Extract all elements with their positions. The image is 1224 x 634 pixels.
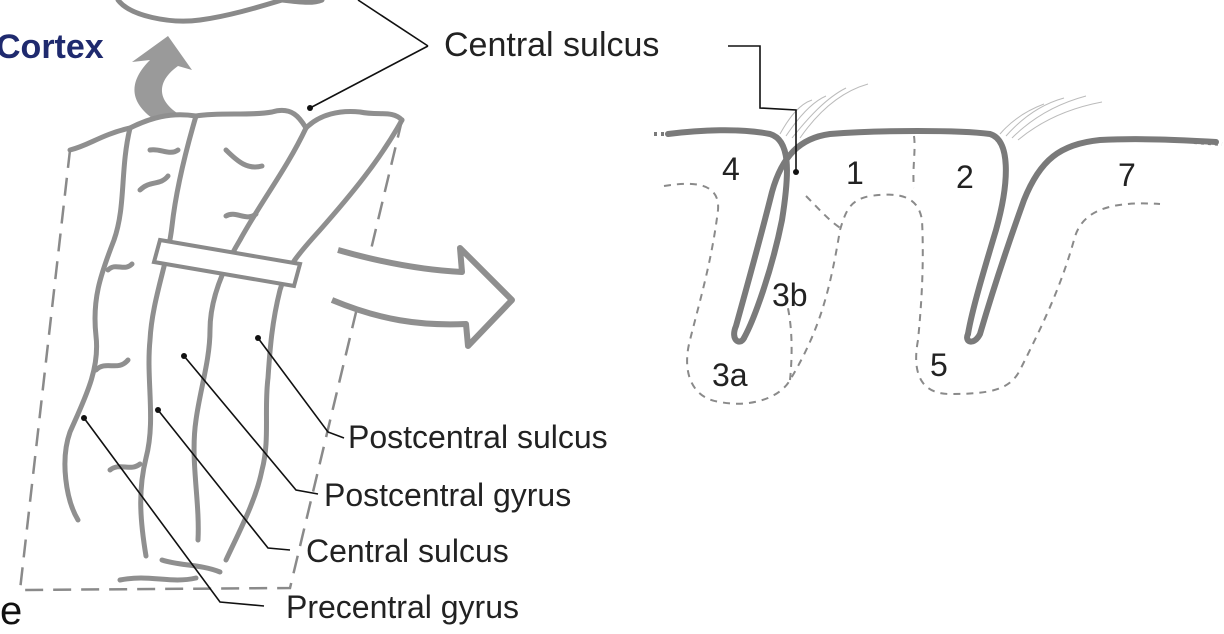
- label-postcentral-gyrus: Postcentral gyrus: [324, 477, 571, 513]
- area-2-label: 2: [956, 159, 974, 195]
- section-box: [154, 240, 300, 286]
- label-central-sulcus: Central sulcus: [306, 533, 509, 569]
- area-5-label: 5: [930, 347, 948, 383]
- area-3b-label: 3b: [772, 277, 808, 313]
- slide-edge-fragment: e: [0, 589, 22, 633]
- label-postcentral-sulcus: Postcentral sulcus: [348, 419, 608, 455]
- curved-arrow-icon: [132, 36, 192, 118]
- area-3a-label: 3a: [712, 357, 748, 393]
- label-precentral-gyrus: Precentral gyrus: [286, 589, 519, 625]
- slide-title: Cortex: [0, 28, 104, 66]
- label-central-sulcus-top: Central sulcus: [444, 26, 659, 64]
- zoom-arrow-icon: [332, 248, 512, 346]
- area-1-label: 1: [846, 155, 864, 191]
- area-4-label: 4: [722, 151, 740, 187]
- brain-top-outline: [118, 0, 322, 21]
- area-7-label: 7: [1118, 157, 1136, 193]
